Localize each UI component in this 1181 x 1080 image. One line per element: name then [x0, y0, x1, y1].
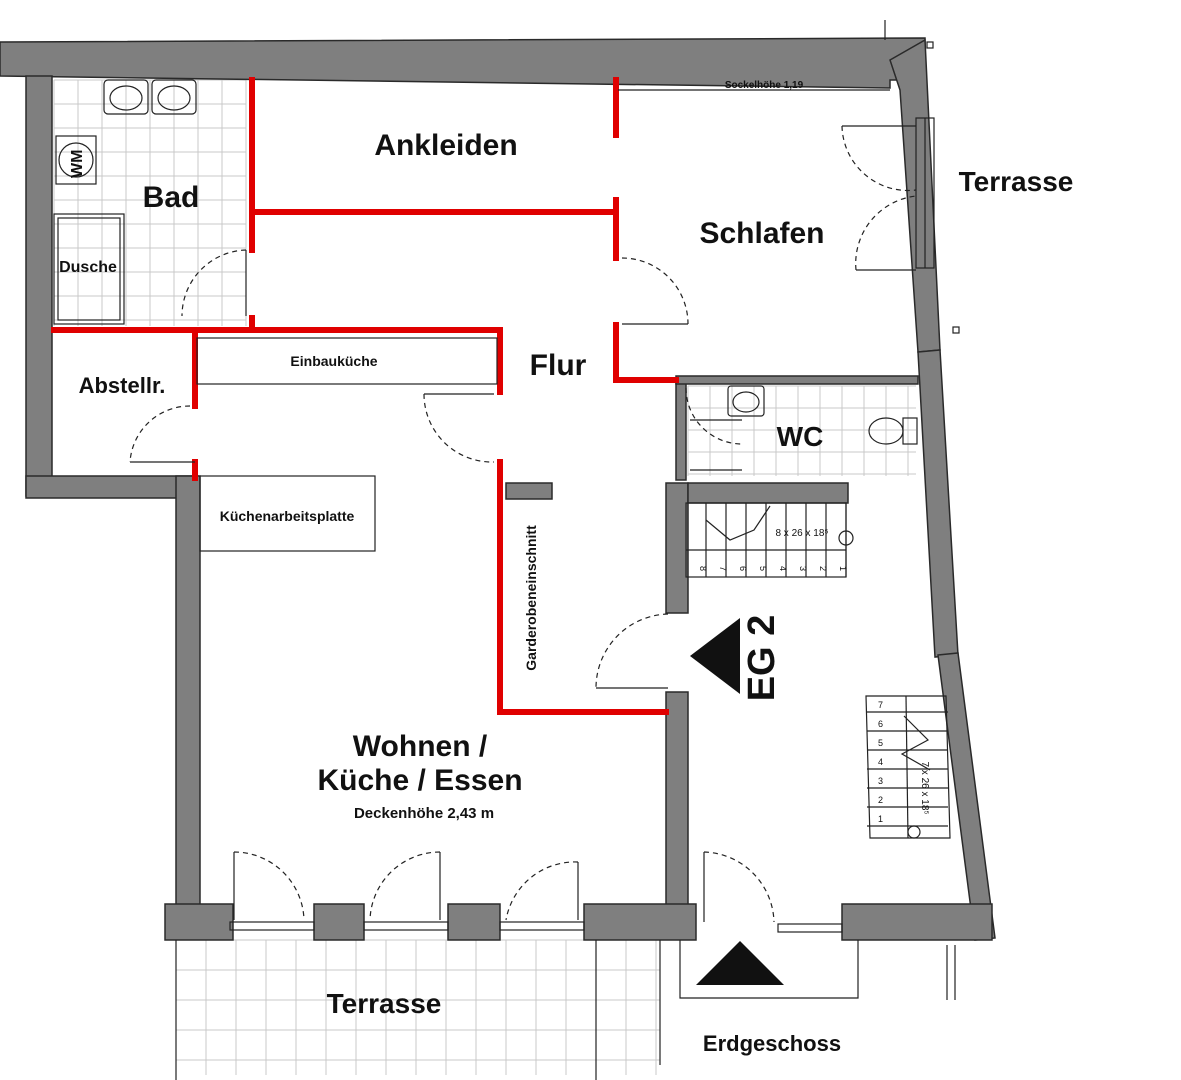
room-ankleiden: Ankleiden — [374, 129, 517, 162]
stair-step-number: 1 — [878, 814, 883, 824]
fixtures — [53, 20, 960, 1080]
bathroom-tiles — [53, 79, 247, 326]
entrance-arrow-icon — [696, 941, 784, 985]
wc-tiles — [687, 385, 916, 476]
room-dusche: Dusche — [59, 259, 117, 276]
stair-step-number: 5 — [878, 738, 883, 748]
stair-step-number: 6 — [878, 719, 883, 729]
room-terrasse-bottom: Terrasse — [327, 988, 442, 1019]
label-floor-name: Erdgeschoss — [703, 1031, 841, 1056]
stair-step-number: 2 — [878, 795, 883, 805]
stair-step-number: 7 — [718, 566, 728, 571]
room-flur: Flur — [530, 349, 587, 382]
room-wohnen-line2: Küche / Essen — [317, 764, 522, 797]
room-wc: WC — [777, 421, 824, 452]
label-stairs-lower: 7 x 26 x 18⁵ — [919, 761, 930, 814]
label-einbaukueche: Einbauküche — [290, 353, 377, 369]
new-walls — [51, 77, 679, 715]
label-garderobe: Garderobeneinschnitt — [523, 525, 539, 671]
level-arrow-icon — [690, 618, 740, 694]
stair-step-number: 1 — [838, 566, 848, 571]
stair-step-number: 7 — [878, 700, 883, 710]
washing-machine-label: WM — [69, 150, 86, 178]
door-swings — [129, 125, 917, 923]
room-terrasse-right: Terrasse — [959, 166, 1074, 197]
stair-step-number: 5 — [758, 566, 768, 571]
stairs-lower: 7 6 5 4 3 2 1 — [865, 695, 951, 839]
room-wohnen-line1: Wohnen / — [353, 730, 488, 763]
label-stairs-upper: 8 x 26 x 18⁵ — [775, 528, 828, 539]
label-level: EG 2 — [741, 615, 783, 702]
label-sockelhoehe: Sockelhöhe 1,19 — [725, 80, 804, 91]
room-abstellraum: Abstellr. — [79, 373, 166, 398]
stair-step-number: 8 — [698, 566, 708, 571]
stair-step-number: 4 — [878, 757, 883, 767]
label-kuechenarbeitsplatte: Küchenarbeitsplatte — [220, 508, 355, 524]
stair-step-number: 3 — [878, 776, 883, 786]
room-bad: Bad — [143, 181, 200, 214]
stair-step-number: 2 — [818, 566, 828, 571]
room-schlafen: Schlafen — [699, 217, 824, 250]
label-deckenhoehe: Deckenhöhe 2,43 m — [354, 805, 494, 822]
exterior-walls — [0, 37, 996, 941]
stair-step-number: 6 — [738, 566, 748, 571]
stair-step-number: 4 — [778, 566, 788, 571]
stair-step-number: 3 — [798, 566, 808, 571]
stairs-upper: 8 7 6 5 4 3 2 1 — [685, 502, 854, 578]
